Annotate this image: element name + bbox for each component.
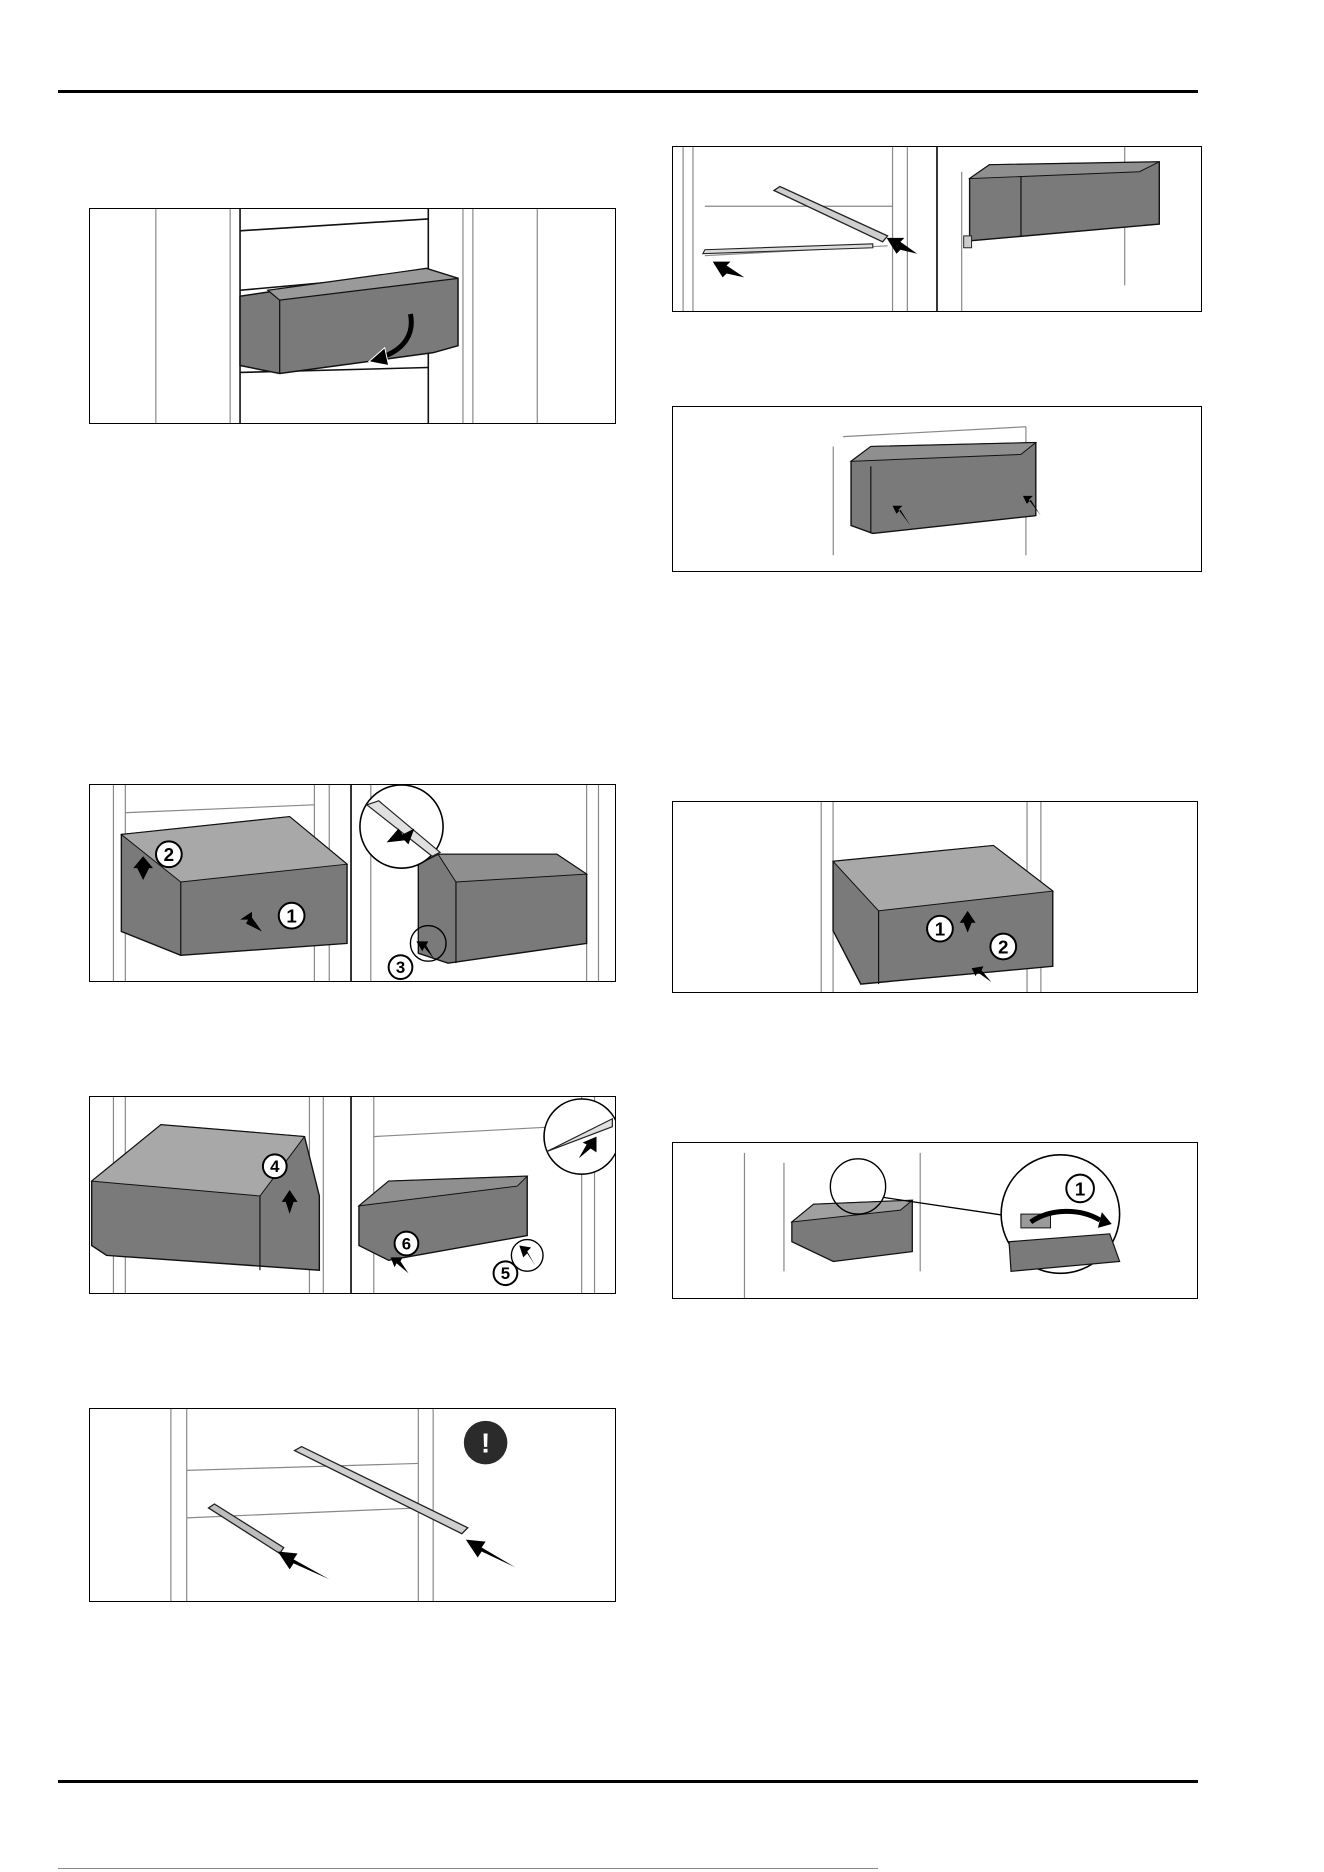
rail-right xyxy=(295,1447,468,1534)
svg-text:6: 6 xyxy=(402,1234,411,1253)
footer-line xyxy=(58,1868,878,1869)
figure-rails-warning: ! xyxy=(89,1408,616,1602)
figure-refit-steps: 4 5 6 xyxy=(89,1096,616,1294)
svg-text:5: 5 xyxy=(501,1264,510,1283)
clip-detail-illustration: 1 xyxy=(673,1143,1197,1298)
top-rule xyxy=(58,90,1198,93)
figure-drawer-attach xyxy=(672,406,1202,572)
rail-left xyxy=(209,1504,284,1553)
figure-remove-steps: 2 1 3 xyxy=(89,784,616,982)
step-badge-4: 4 xyxy=(263,1154,287,1178)
rails-warning-illustration: ! xyxy=(90,1409,615,1601)
remove-steps-illustration: 2 1 3 xyxy=(90,785,615,981)
bottom-rule xyxy=(58,1780,1198,1783)
step-badge-6: 6 xyxy=(395,1232,419,1256)
step-badge-1: 1 xyxy=(279,903,305,929)
svg-text:3: 3 xyxy=(396,958,405,977)
figure-rails-and-drawer xyxy=(672,146,1202,312)
step-badge-2: 2 xyxy=(156,841,182,867)
figure-insert-steps: 1 2 xyxy=(672,801,1198,993)
insert-steps-illustration: 1 2 xyxy=(673,802,1197,992)
svg-text:1: 1 xyxy=(1075,1178,1085,1199)
exclamation-warning-icon: ! xyxy=(464,1421,508,1465)
step-badge-3: 3 xyxy=(389,955,413,979)
rails-illustration xyxy=(673,147,1201,311)
svg-text:1: 1 xyxy=(935,919,945,940)
svg-text:2: 2 xyxy=(164,844,174,865)
svg-text:!: ! xyxy=(481,1428,490,1459)
step-badge-5: 5 xyxy=(494,1261,518,1285)
figure-drawer-lift-out xyxy=(89,208,616,424)
refit-steps-illustration: 4 5 6 xyxy=(90,1097,615,1293)
step-badge-1: 1 xyxy=(1066,1175,1094,1203)
svg-text:2: 2 xyxy=(998,936,1008,957)
rail-right xyxy=(774,187,888,242)
svg-text:4: 4 xyxy=(270,1157,280,1176)
svg-text:1: 1 xyxy=(286,906,296,927)
step-badge-1: 1 xyxy=(927,916,953,942)
step-badge-2: 2 xyxy=(990,934,1016,960)
drawer-lift-illustration xyxy=(90,209,615,423)
figure-clip-detail: 1 xyxy=(672,1142,1198,1299)
drawer-attach-illustration xyxy=(673,407,1201,571)
rail-left xyxy=(703,244,873,254)
